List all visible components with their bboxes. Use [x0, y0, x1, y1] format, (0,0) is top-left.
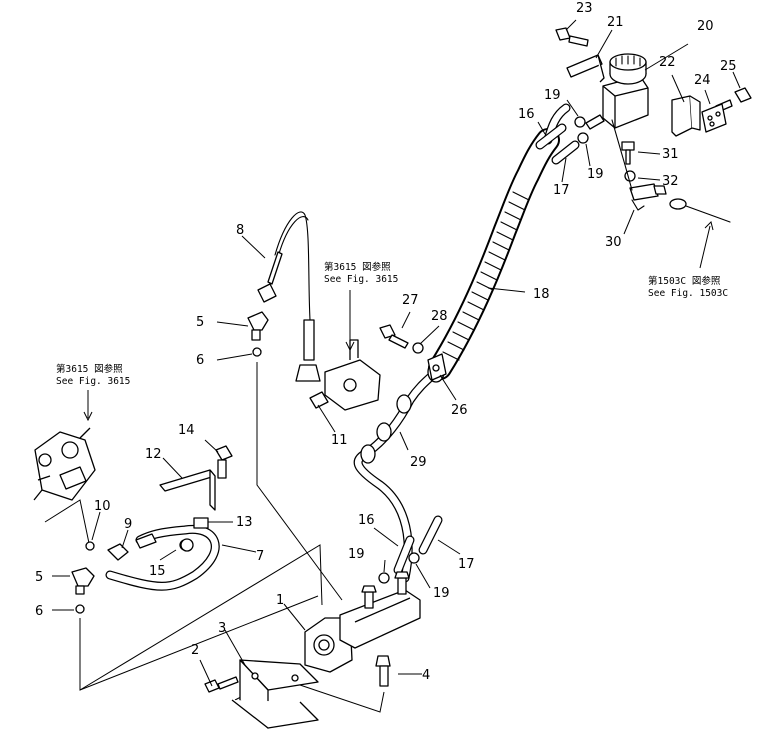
callout-24: 24: [694, 73, 711, 88]
hose-8: [274, 211, 311, 321]
valve-assembly: [304, 571, 421, 673]
reference-notes: 第3615 図参照 See Fig. 3615 第3615 図参照 See Fi…: [56, 261, 728, 387]
callout-25: 25: [720, 59, 737, 74]
callout-19b: 19: [433, 586, 450, 601]
hose-routing: [105, 103, 580, 591]
note-fig1503c-line2: See Fig. 1503C: [648, 288, 728, 299]
callout-29: 29: [410, 455, 427, 470]
callout-2: 2: [191, 643, 199, 658]
callout-17a: 17: [458, 557, 475, 572]
callout-21: 21: [607, 15, 624, 30]
valve-11-body: [324, 339, 381, 411]
callout-19c: 19: [544, 88, 561, 103]
callout-26: 26: [451, 403, 468, 418]
callout-15: 15: [149, 564, 166, 579]
clamp-26: [427, 353, 447, 381]
callout-11: 11: [331, 433, 348, 448]
pump-assembly: [33, 427, 96, 501]
callout-16a: 16: [358, 513, 375, 528]
spiral-wrap: [442, 191, 530, 361]
callout-5a: 5: [196, 315, 204, 330]
switch-30: [611, 119, 731, 223]
callout-1: 1: [276, 593, 284, 608]
callout-22: 22: [659, 55, 676, 70]
callout-labels: 1 2 3 4 5 5 6 6 7 8 9 10 11 12 13 14 15 …: [35, 1, 737, 683]
callout-6b: 6: [35, 604, 43, 619]
leader-lines: [52, 19, 741, 687]
callout-32: 32: [662, 174, 679, 189]
callout-4: 4: [422, 668, 430, 683]
callout-17b: 17: [553, 183, 570, 198]
callout-20: 20: [697, 19, 714, 34]
callout-30: 30: [605, 235, 622, 250]
callout-27: 27: [402, 293, 419, 308]
callout-19a: 19: [348, 547, 365, 562]
hose-bracket-12: [159, 469, 216, 552]
callout-3: 3: [218, 621, 226, 636]
note-fig3615-left-line2: See Fig. 3615: [56, 376, 130, 387]
callout-19d: 19: [587, 167, 604, 182]
callout-7: 7: [256, 549, 264, 564]
bolts: [204, 27, 752, 693]
callout-28: 28: [431, 309, 448, 324]
reservoir-tank: [566, 53, 649, 130]
note-fig3615-left-line1: 第3615 図参照: [56, 363, 123, 375]
callout-8: 8: [236, 223, 244, 238]
callout-13: 13: [236, 515, 253, 530]
callout-9: 9: [124, 517, 132, 532]
callout-23: 23: [576, 1, 593, 16]
washers-and-nuts: [75, 116, 636, 614]
callout-5b: 5: [35, 570, 43, 585]
callout-14: 14: [178, 423, 195, 438]
callout-18: 18: [533, 287, 550, 302]
callout-10: 10: [94, 499, 111, 514]
note-fig3615-center-line1: 第3615 図参照: [324, 261, 391, 273]
valve-bracket: [231, 659, 319, 729]
bracket-22-24: [671, 95, 727, 137]
callout-16b: 16: [518, 107, 535, 122]
elbow-fittings: [71, 251, 329, 595]
callout-31: 31: [662, 147, 679, 162]
note-fig1503c-line1: 第1503C 図参照: [648, 275, 721, 287]
callout-6a: 6: [196, 353, 204, 368]
callout-12: 12: [145, 447, 162, 462]
note-fig3615-center-line2: See Fig. 3615: [324, 274, 398, 285]
